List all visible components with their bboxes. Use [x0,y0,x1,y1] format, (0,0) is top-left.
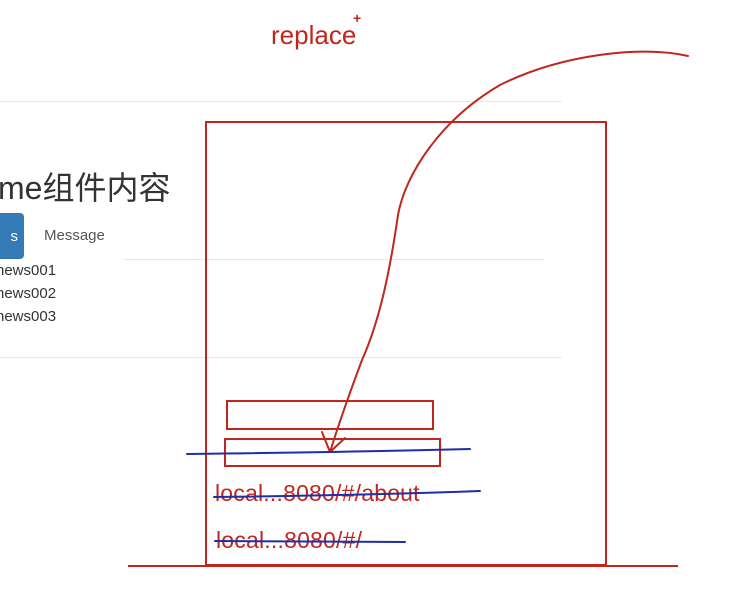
list-item[interactable]: news003 [0,308,57,325]
history-entry-box-lower [224,438,441,467]
history-entry-about: local...8080/#/about [215,480,420,506]
content-divider [0,357,562,358]
top-divider [0,101,562,102]
replace-plus-mark: + [353,10,362,26]
page-title: me组件内容 [0,170,171,206]
list-item[interactable]: news002 [0,285,57,302]
history-entry-root: local...8080/#/ [216,527,363,553]
replace-label: replace [271,20,357,50]
history-entry-box-upper [226,400,434,430]
tab-message[interactable]: Message [44,227,105,244]
tab-news[interactable]: s [0,213,24,259]
tab-news-label: s [10,227,19,245]
list-item[interactable]: news001 [0,262,57,279]
